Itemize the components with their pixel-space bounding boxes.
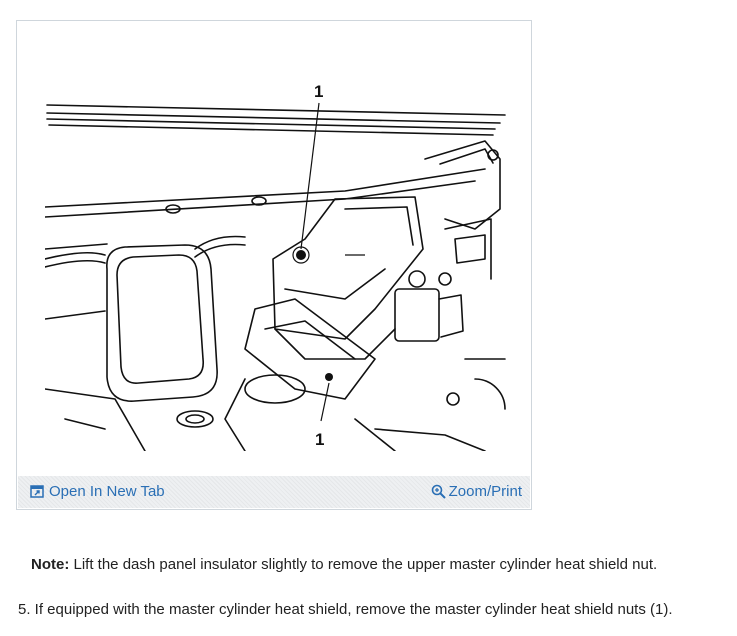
open-in-new-tab-link[interactable]: Open In New Tab [30,483,165,500]
figure-frame: 1 1 Open In New Tab Zoom/Print [16,20,532,510]
step-body: If equipped with the master cylinder hea… [30,601,673,618]
callout-number-bottom: 1 [315,430,324,449]
engine-bay-illustration: 1 1 [45,82,506,451]
callout-number-top: 1 [314,82,323,101]
zoom-print-label: Zoom/Print [448,483,522,500]
step-5-paragraph: 5. If equipped with the master cylinder … [18,601,673,618]
figure-toolbar: Open In New Tab Zoom/Print [18,476,530,508]
open-in-new-tab-label: Open In New Tab [49,483,165,500]
zoom-print-link[interactable]: Zoom/Print [431,483,522,500]
note-paragraph: Note: Lift the dash panel insulator slig… [31,556,657,573]
step-number: 5. [18,601,31,618]
note-body: Lift the dash panel insulator slightly t… [69,556,658,573]
open-tab-icon [30,485,44,498]
note-label: Note: [31,556,70,573]
magnifier-icon [431,484,446,499]
